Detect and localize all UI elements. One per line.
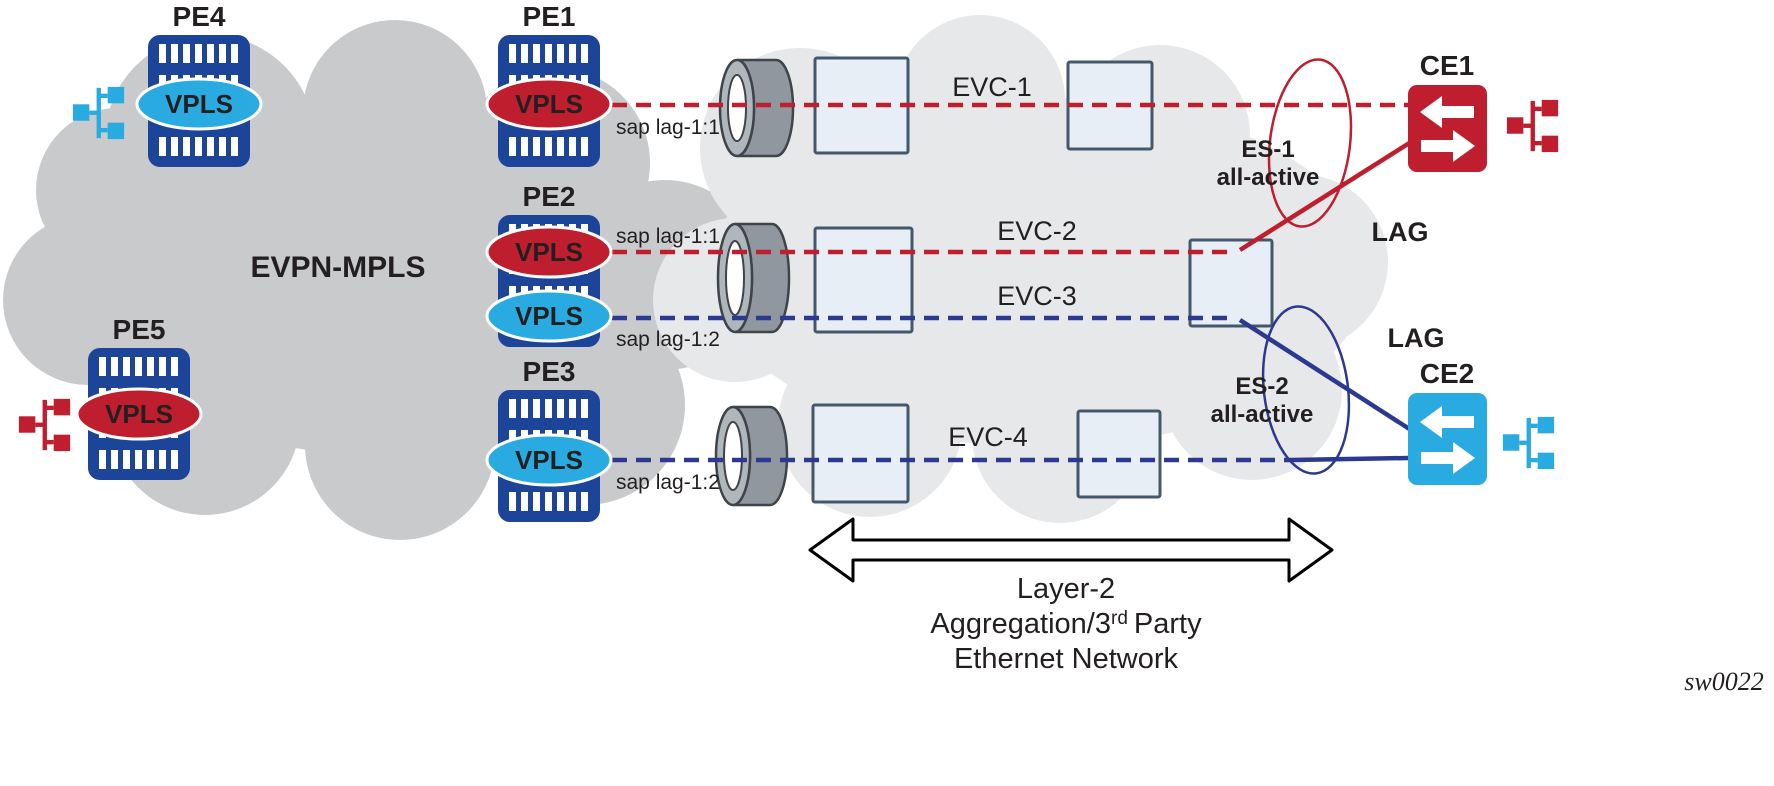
evc3-label: EVC-3 — [997, 281, 1077, 311]
pe2-vpls-red-oval — [485, 225, 613, 279]
agg-switch-4 — [1188, 238, 1274, 328]
pe4-vpls-label: VPLS — [165, 89, 233, 119]
pe2-sap-blue-label: sap lag-1:2 — [616, 328, 720, 351]
pe3-sap-label: sap lag-1:2 — [616, 471, 720, 494]
pe4-vpls-oval — [135, 77, 263, 131]
evc4-label: EVC-4 — [948, 422, 1028, 452]
layer2-caption-line2: Aggregation/3rd Party — [930, 608, 1202, 640]
aggregation-switches — [811, 56, 1274, 504]
es2-mode-label: all-active — [1211, 401, 1314, 428]
pe3-node: PE3 VPLS sap lag-1:2 — [485, 356, 720, 522]
evpn-cloud-label: EVPN-MPLS — [250, 251, 425, 284]
es1-lag-label: LAG — [1372, 217, 1429, 247]
pe2-vpls-red-label: VPLS — [515, 237, 583, 267]
layer2-caption-line2-superscript: rd — [1111, 608, 1128, 629]
figure-id-label: sw0022 — [1684, 667, 1763, 696]
pe5-label: PE5 — [113, 314, 166, 345]
agg-switch-5 — [811, 403, 910, 504]
pe2-vpls-blue-label: VPLS — [515, 301, 583, 331]
evc1-label: EVC-1 — [952, 72, 1032, 102]
access-cylinder-1 — [718, 58, 795, 158]
pe5-vpls-oval — [75, 387, 203, 441]
pe2-label: PE2 — [523, 181, 576, 212]
pe1-sap-label: sap lag-1:1 — [616, 116, 720, 139]
es2-lag-ellipse — [1261, 305, 1351, 475]
pe3-vpls-label: VPLS — [515, 445, 583, 475]
pe2-vpls-blue-oval — [485, 289, 613, 343]
ce2-arrow-left-icon — [1420, 406, 1474, 438]
pe5-vpls-label: VPLS — [105, 399, 173, 429]
ce1-label: CE1 — [1420, 50, 1474, 81]
access-cylinder-2 — [716, 222, 791, 334]
agg-switch-6 — [1076, 409, 1162, 499]
pe5-node: PE5 VPLS — [18, 314, 203, 480]
pe4-label: PE4 — [173, 1, 226, 32]
ce1-switch-icon — [1408, 85, 1487, 172]
ce2-node: CE2 — [1408, 358, 1555, 485]
access-cylinder-3 — [714, 405, 789, 507]
ce1-lan-icon — [1506, 99, 1559, 153]
pe3-label: PE3 — [523, 356, 576, 387]
layer2-span-arrow — [808, 517, 1334, 583]
es1-label: ES-1 — [1241, 136, 1294, 163]
es1-lag-ellipse — [1267, 58, 1353, 228]
evc2-label: EVC-2 — [997, 216, 1077, 246]
pe2-sap-red-label: sap lag-1:1 — [616, 225, 720, 248]
pe3-vpls-oval — [485, 433, 613, 487]
ce1-node: CE1 — [1408, 50, 1559, 172]
layer2-caption-line2-suffix: Party — [1134, 608, 1202, 640]
layer2-caption-line3: Ethernet Network — [954, 643, 1179, 675]
layer2-caption-line2-prefix: Aggregation/3 — [930, 608, 1111, 640]
pe1-vpls-label: VPLS — [515, 89, 583, 119]
pe4-node: PE4 VPLS — [72, 1, 263, 167]
ce2-arrow-right-icon — [1421, 442, 1475, 474]
es1-mode-label: all-active — [1217, 164, 1320, 191]
evc4-line-solid — [1291, 455, 1409, 463]
evc2-line-solid — [1238, 140, 1413, 252]
ce2-lan-icon — [1502, 416, 1555, 470]
ce2-label: CE2 — [1420, 358, 1474, 389]
ce1-arrow-right-icon — [1421, 130, 1475, 162]
pe5-lan-icon — [18, 398, 71, 452]
pe2-node: PE2 VPLS sap lag-1:1 VPLS sap lag-1:2 — [485, 181, 720, 351]
ce2-switch-icon — [1408, 393, 1487, 485]
pe1-vpls-oval — [485, 77, 613, 131]
es2-lag-label: LAG — [1388, 323, 1445, 353]
es2-label: ES-2 — [1235, 373, 1288, 400]
layer2-caption-line1: Layer-2 — [1017, 573, 1115, 605]
pe1-label: PE1 — [523, 1, 576, 32]
pe1-node: PE1 VPLS sap lag-1:1 — [485, 1, 720, 167]
ce1-arrow-left-icon — [1420, 96, 1474, 128]
